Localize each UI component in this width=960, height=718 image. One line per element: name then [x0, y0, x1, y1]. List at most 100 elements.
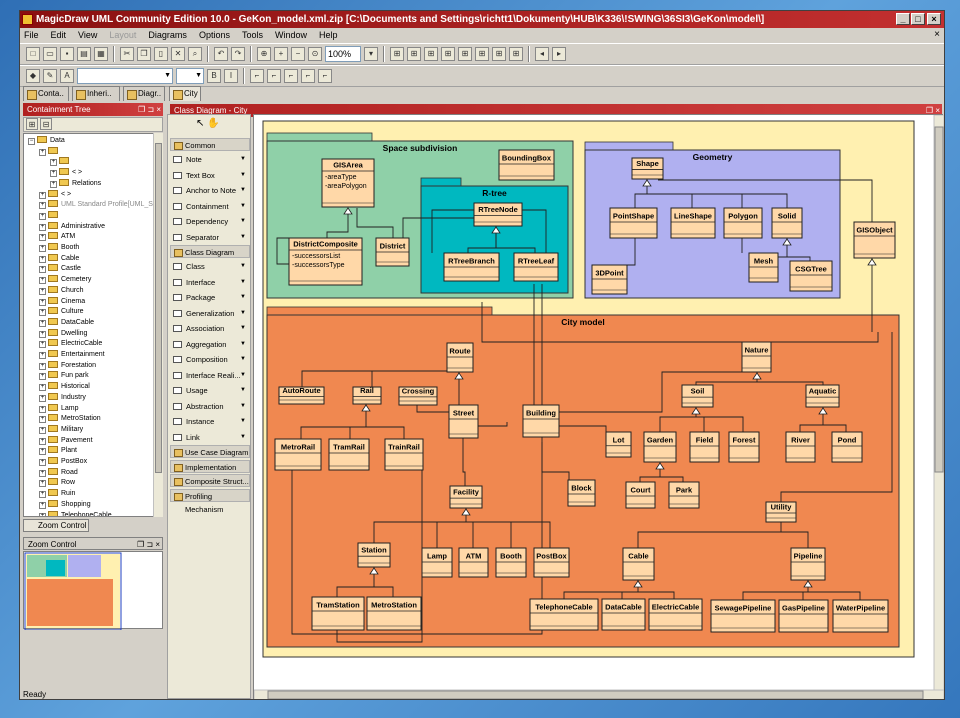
menu-view[interactable]: View — [78, 30, 98, 40]
expand-toggle-icon[interactable]: + — [39, 330, 46, 338]
class-shape[interactable]: Shape — [631, 157, 664, 180]
layout-icon-8[interactable]: ⊞ — [509, 47, 523, 61]
diagram-window-buttons[interactable]: ❐ × — [925, 106, 940, 115]
class-nature[interactable]: Nature — [741, 341, 772, 373]
tree-item[interactable]: +DataCable — [39, 317, 94, 329]
tree-item[interactable]: + — [39, 210, 61, 222]
class-lot[interactable]: Lot — [605, 431, 632, 458]
class-tramrail[interactable]: TramRail — [328, 438, 370, 471]
expand-toggle-icon[interactable]: + — [39, 416, 46, 424]
class-solid[interactable]: Solid — [771, 207, 803, 239]
class-district[interactable]: District — [375, 237, 410, 267]
dropdown-arrow-icon[interactable]: ▼ — [240, 325, 246, 331]
class-metrostation[interactable]: MetroStation — [366, 596, 422, 631]
class-building[interactable]: Building — [522, 404, 560, 438]
class-datacable[interactable]: DataCable — [601, 598, 646, 631]
tab-city[interactable]: City — [169, 86, 201, 101]
expand-toggle-icon[interactable]: + — [39, 212, 46, 220]
path-style-icon-3[interactable]: ⌐ — [284, 69, 298, 83]
expand-toggle-icon[interactable]: + — [39, 191, 46, 199]
layout-icon-7[interactable]: ⊞ — [492, 47, 506, 61]
path-style-icon-2[interactable]: ⌐ — [267, 69, 281, 83]
menu-options[interactable]: Options — [198, 30, 230, 40]
tab-containment[interactable]: Conta.. — [23, 86, 69, 101]
class-gisobject[interactable]: GISObject — [853, 221, 896, 259]
class-tramstation[interactable]: TramStation — [311, 596, 365, 631]
tree-item[interactable]: +Booth — [39, 243, 79, 254]
zoom-icon[interactable]: ⊕ — [257, 47, 271, 61]
palette-section-2[interactable]: Composite Struct... — [170, 474, 250, 487]
class-pointshape[interactable]: PointShape — [609, 207, 658, 239]
layout-icon-4[interactable]: ⊞ — [441, 47, 455, 61]
expand-toggle-icon[interactable]: + — [50, 170, 57, 178]
expand-toggle-icon[interactable]: + — [39, 245, 46, 252]
class-mesh[interactable]: Mesh — [748, 252, 779, 283]
expand-toggle-icon[interactable]: + — [39, 234, 46, 242]
tree-item[interactable]: +Industry — [39, 392, 86, 404]
expand-toggle-icon[interactable]: + — [39, 319, 46, 327]
font-color-icon[interactable]: A — [60, 69, 74, 83]
print-icon[interactable]: ▤ — [77, 47, 91, 61]
class-waterpipeline[interactable]: WaterPipeline — [832, 599, 889, 633]
tree-item[interactable]: +ElectricCable — [39, 339, 102, 350]
class-3dpoint[interactable]: 3DPoint — [591, 264, 628, 295]
palette-item-aggregation[interactable]: Aggregation▼ — [170, 337, 250, 352]
dropdown-arrow-icon[interactable]: ▼ — [240, 233, 246, 240]
path-style-icon-1[interactable]: ⌐ — [250, 69, 264, 83]
class-polygon[interactable]: Polygon — [723, 207, 763, 239]
paste-icon[interactable]: ▯ — [154, 47, 168, 61]
palette-item-association[interactable]: Association▼ — [170, 321, 250, 336]
palette-section-1[interactable]: Implementation Di... — [170, 459, 250, 485]
class-garden[interactable]: Garden — [643, 431, 677, 463]
close-button[interactable]: × — [927, 13, 941, 25]
font-combo[interactable] — [77, 68, 173, 84]
dropdown-arrow-icon[interactable]: ▼ — [240, 218, 246, 224]
menu-tools[interactable]: Tools — [241, 30, 263, 40]
expand-icon[interactable]: ⊞ — [26, 118, 38, 130]
palette-section-3[interactable]: Profiling Mechanism — [170, 488, 250, 514]
tree-item[interactable]: +Relations — [50, 178, 101, 190]
zoom-preview[interactable] — [23, 551, 163, 631]
tree-item[interactable]: +TelephoneCable — [39, 510, 112, 516]
palette-item-interface[interactable]: Interface▼ — [170, 275, 250, 290]
tree-item[interactable]: + — [50, 157, 72, 168]
palette-item-link[interactable]: Link▼ — [170, 430, 250, 445]
expand-toggle-icon[interactable]: + — [39, 512, 46, 516]
class-metrorail[interactable]: MetroRail — [274, 438, 322, 471]
palette-item-generalization[interactable]: Generalization▼ — [170, 306, 250, 321]
palette-item-class[interactable]: Class▼ — [170, 259, 250, 274]
menu-diagrams[interactable]: Diagrams — [148, 30, 187, 40]
palette-item-instance[interactable]: Instance▼ — [170, 414, 250, 429]
palette-item-anchor-to-note[interactable]: Anchor to Note▼ — [170, 183, 250, 198]
bold-icon[interactable]: B — [207, 69, 221, 83]
minimize-button[interactable]: _ — [896, 13, 910, 25]
path-style-icon-5[interactable]: ⌐ — [318, 69, 332, 83]
class-field[interactable]: Field — [689, 431, 720, 463]
dropdown-arrow-icon[interactable]: ▼ — [240, 278, 246, 285]
expand-toggle-icon[interactable]: + — [39, 352, 46, 359]
class-boundingbox[interactable]: BoundingBox — [498, 149, 555, 181]
expand-toggle-icon[interactable]: + — [50, 180, 57, 188]
zoom-panel-buttons[interactable]: ❐ ⊐ × — [137, 540, 160, 549]
palette-section-common[interactable]: Common — [170, 138, 250, 151]
expand-toggle-icon[interactable]: + — [39, 394, 46, 402]
layout-icon-3[interactable]: ⊞ — [424, 47, 438, 61]
layout-icon-6[interactable]: ⊞ — [475, 47, 489, 61]
back-icon[interactable]: ◂ — [535, 47, 549, 61]
palette-item-text-box[interactable]: Text Box▼ — [170, 168, 250, 183]
expand-toggle-icon[interactable]: + — [39, 202, 46, 210]
tree-item[interactable]: +Historical — [39, 382, 90, 393]
open-icon[interactable]: ▭ — [43, 47, 57, 61]
cut-icon[interactable]: ✂ — [120, 47, 134, 61]
tree-item[interactable]: +PostBox — [39, 457, 87, 468]
expand-toggle-icon[interactable]: + — [39, 298, 46, 306]
class-autoroute[interactable]: AutoRoute — [278, 386, 325, 405]
dropdown-arrow-icon[interactable]: ▼ — [240, 171, 246, 178]
tree-item[interactable]: +UML Standard Profile[UML_St — [39, 200, 155, 211]
expand-toggle-icon[interactable]: + — [39, 255, 46, 263]
pen-color-icon[interactable]: ✎ — [43, 69, 57, 83]
tree-scroll-thumb[interactable] — [155, 143, 162, 473]
expand-toggle-icon[interactable]: + — [39, 469, 46, 477]
palette-item-package[interactable]: Package▼ — [170, 290, 250, 305]
class-rail[interactable]: Rail — [352, 386, 382, 405]
